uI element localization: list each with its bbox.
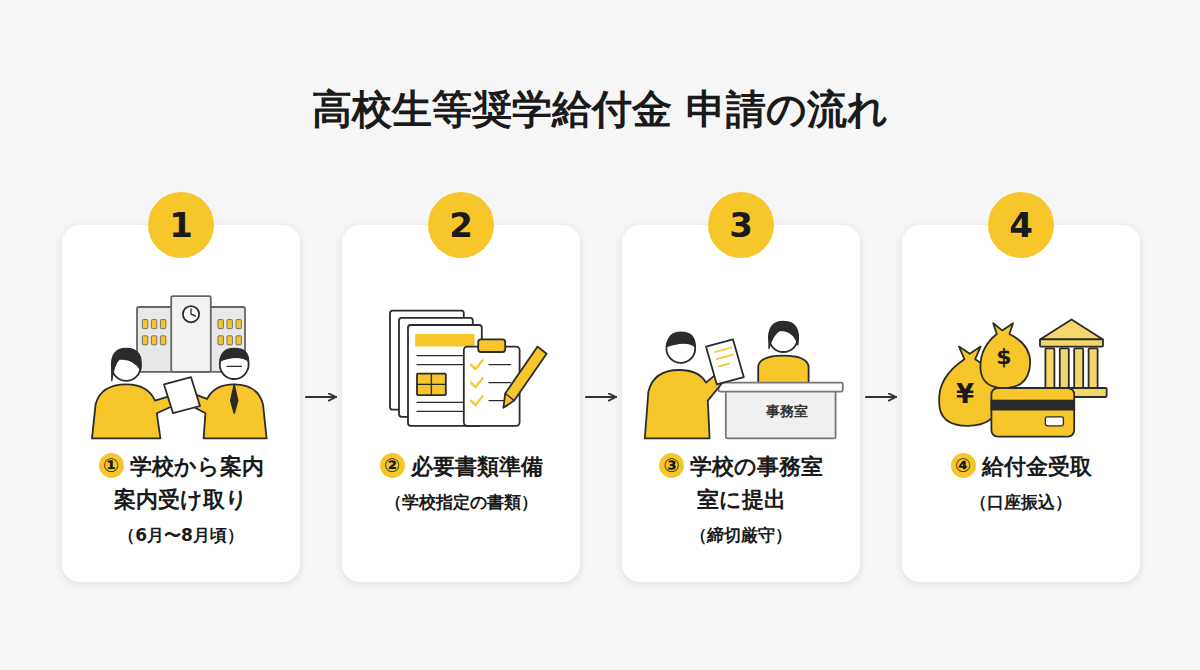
step-badge: ③: [659, 453, 684, 478]
step-title: 必要書類準備: [411, 454, 543, 479]
shape: [218, 336, 223, 345]
shape: [227, 366, 241, 367]
shape: [227, 320, 232, 329]
shape: [191, 309, 196, 316]
shape: [1074, 348, 1083, 388]
step-heading: ②必要書類準備: [354, 450, 568, 483]
shape: [231, 384, 238, 413]
shape: [471, 360, 483, 369]
shape: [417, 374, 446, 396]
step-card: 2②必要書類準備（学校指定の書類）: [342, 225, 580, 582]
shape: [769, 321, 799, 348]
step-card: 3③学校の事務室 室に提出（締切厳守）事務室: [622, 225, 860, 582]
currency-symbol: $: [996, 344, 1011, 369]
step-number: 3: [708, 192, 774, 258]
step-number: 4: [988, 192, 1054, 258]
step-number: 2: [428, 192, 494, 258]
shape: [471, 378, 483, 387]
flow-arrow: [306, 396, 336, 398]
shape: [1045, 348, 1054, 388]
shape: [218, 320, 223, 329]
shape: [1040, 320, 1103, 340]
diagram-title: 高校生等奨学給付金 申請の流れ: [0, 82, 1200, 137]
shape: [715, 348, 733, 367]
shape: [503, 347, 546, 408]
shape: [160, 336, 165, 345]
shape: [478, 339, 505, 352]
shape: [719, 383, 843, 392]
shape: [151, 336, 156, 345]
shape: [142, 320, 147, 329]
shape: [160, 320, 165, 329]
step-note: （締切厳守）: [634, 524, 848, 547]
shape: [183, 306, 199, 322]
step-illustration: [914, 280, 1128, 440]
step-badge: ④: [951, 453, 976, 478]
flow-arrow: [586, 396, 616, 398]
currency-symbol: ¥: [956, 379, 974, 409]
step-note: （6月〜8月頃）: [74, 524, 288, 547]
shape: [227, 336, 232, 345]
shape: [645, 370, 724, 438]
step-title: 学校から案内 案内受け取り: [114, 454, 264, 512]
shape: [171, 296, 211, 372]
step-heading: ④給付金受取: [914, 450, 1128, 483]
shape: [112, 348, 142, 380]
step-badge: ①: [99, 453, 124, 478]
shape: [1045, 417, 1063, 426]
shape: [706, 339, 744, 384]
shape: [726, 388, 836, 438]
flow-arrow: [866, 396, 896, 398]
shape: [142, 336, 147, 345]
step-card: 1①学校から案内 案内受け取り（6月〜8月頃）: [62, 225, 300, 582]
shape: [220, 348, 249, 361]
shape: [991, 401, 1074, 410]
step-heading: ③学校の事務室 室に提出: [634, 450, 848, 516]
shape: [1089, 348, 1098, 388]
shape: [1060, 348, 1069, 388]
shape: [92, 384, 177, 438]
shape: [489, 382, 511, 383]
step-title: 学校の事務室 室に提出: [690, 454, 823, 512]
step-title: 給付金受取: [982, 454, 1092, 479]
step-badge: ②: [380, 453, 405, 478]
step-number: 1: [148, 192, 214, 258]
counter-sign: 事務室: [766, 403, 808, 421]
shape: [417, 374, 446, 396]
step-illustration: [74, 280, 288, 440]
step-heading: ①学校から案内 案内受け取り: [74, 450, 288, 516]
step-note: （口座振込）: [914, 491, 1128, 514]
shape: [164, 377, 200, 413]
shape: [1040, 339, 1103, 346]
step-illustration: [634, 280, 848, 440]
shape: [666, 332, 695, 346]
step-card: 4④給付金受取（口座振込）¥$: [902, 225, 1140, 582]
step-illustration: [354, 280, 568, 440]
shape: [489, 364, 511, 365]
shape: [980, 323, 1030, 388]
shape: [991, 388, 1074, 437]
shape: [471, 396, 483, 405]
shape: [236, 320, 241, 329]
shape: [415, 334, 474, 347]
shape: [505, 393, 514, 400]
shape: [151, 320, 156, 329]
shape: [236, 336, 241, 345]
step-note: （学校指定の書類）: [354, 491, 568, 514]
